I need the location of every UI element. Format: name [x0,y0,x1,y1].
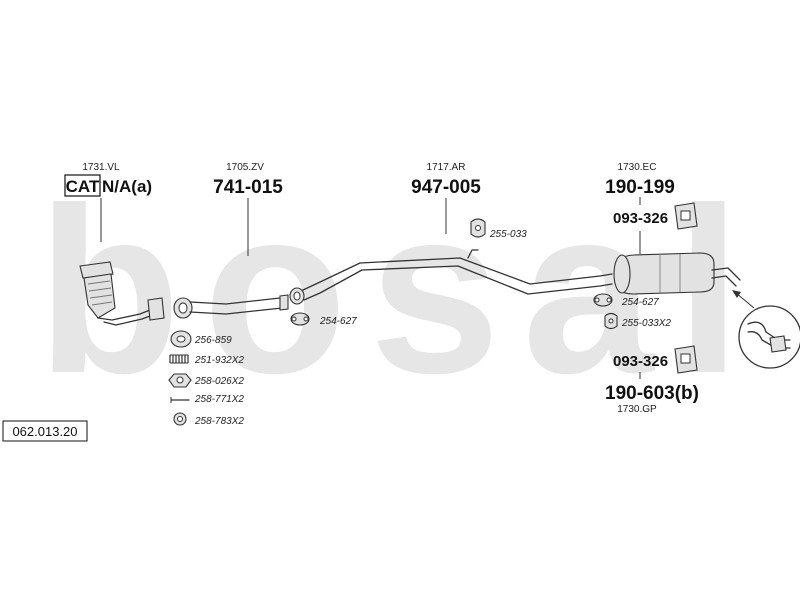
rear-box-bracket-number: 093-326 [613,210,668,227]
cat-label-box [64,174,101,197]
diagram-ref: 062.013.20 [12,424,77,439]
diagram-ref-box [2,420,88,442]
bolt-label: 258-771X2 [194,394,244,405]
spring-part [169,354,189,364]
cat-label: CAT [66,177,100,196]
rear-box-alt-code: 1730.GP [617,404,657,415]
hanger-label: 255-033 [489,229,527,240]
bracket-part-top [674,202,698,230]
front-pipe-number: 741-015 [213,177,283,198]
bolt-part [170,397,190,403]
rubber-mount-rear-part [604,312,618,330]
middle-pipe-code: 1717.AR [427,162,466,173]
cat-number: N/A(a) [102,177,152,196]
gasket-label: 256-859 [194,335,232,346]
clamp-front-label: 254-627 [319,316,357,327]
clamp-rear-label: 254-627 [621,297,659,308]
rear-box-alt-number: 190-603(b) [605,383,699,404]
nut-label: 258-026X2 [194,376,244,387]
detail-callout [732,290,800,369]
front-pipe-code: 1705.ZV [226,162,264,173]
middle-pipe [289,249,613,305]
rubber-hanger-part [470,218,486,238]
rear-box-alt-bracket-number: 093-326 [613,353,668,370]
gasket-part [170,330,192,348]
middle-pipe-number: 947-005 [411,177,481,198]
washer-label: 258-783X2 [194,416,244,427]
nut-part [168,373,192,388]
clamp-rear-part [593,293,613,307]
front-pipe [173,294,289,319]
washer-part [173,412,187,426]
catalytic-converter [79,261,165,326]
rear-box-number: 190-199 [605,177,675,198]
spring-label: 251-932X2 [194,355,244,366]
cat-code: 1731.VL [82,162,120,173]
rubber-mount-rear-label: 255-033X2 [621,318,671,329]
clamp-front-part [290,312,310,326]
bracket-part-bottom [674,345,698,374]
rear-box-code: 1730.EC [618,162,657,173]
rear-silencer [613,252,741,295]
